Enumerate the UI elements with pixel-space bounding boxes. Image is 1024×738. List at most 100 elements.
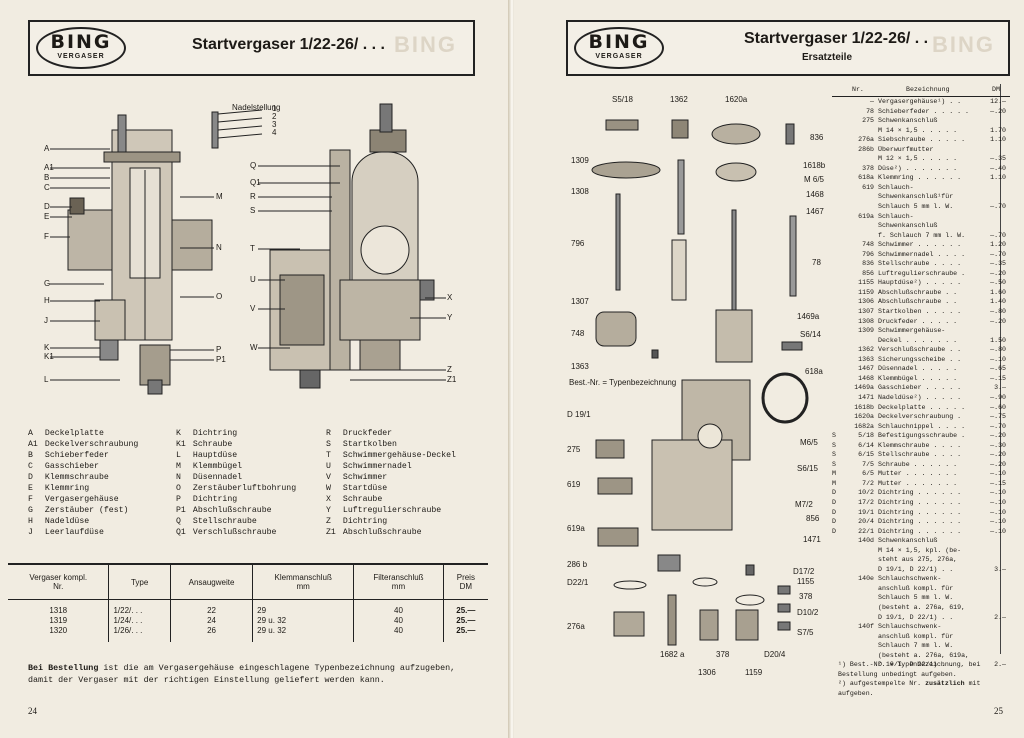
- label-H: H: [44, 296, 50, 305]
- parts-number: 796: [862, 250, 874, 258]
- parts-row: M 14 × 1,5, kpl. (be-: [832, 546, 1010, 556]
- part-label-619: 619: [567, 480, 581, 489]
- label-R: R: [250, 192, 256, 201]
- part-label-378b: 378: [716, 650, 730, 659]
- parts-prefix: D: [832, 527, 836, 535]
- parts-row: Schlauch 7 mm l. W.: [832, 641, 1010, 651]
- parts-row: Schwenkanschluß: [832, 221, 1010, 231]
- parts-row: Schlauch 5 mm l. W.—.70: [832, 202, 1010, 212]
- table-row: 1318 1/22/. . . 22 29 40 25.—: [8, 599, 488, 616]
- exploded-parts-diagram: [591, 119, 809, 646]
- part-label-M7-2: M7/2: [795, 500, 813, 509]
- parts-price: 1.60: [990, 288, 1006, 296]
- parts-description: Schwenkanschluß: [878, 537, 938, 545]
- table-row: 1319 1/24/. . . 24 29 u. 32 40 25.—: [8, 616, 488, 626]
- parts-description: f. Schlauch 7 mm l. W.: [878, 231, 966, 239]
- table-header-row: Vergaser kompl.Nr. Type Ansaugweite Klem…: [8, 563, 488, 600]
- part-label-1159: 1159: [745, 668, 763, 677]
- parts-description: Schwenkanschluß: [878, 117, 938, 125]
- legend-row: R Druckfeder: [326, 429, 393, 438]
- parts-price: —.20: [990, 317, 1006, 325]
- parts-list: Nr. Bezeichnung DM —Vergasergehäuse¹) . …: [832, 84, 1010, 670]
- parts-description: Dichtring . . . . . .: [878, 508, 962, 516]
- parts-price: —.70: [990, 203, 1006, 211]
- parts-number: 1618b: [854, 403, 874, 411]
- parts-number: 856: [862, 269, 874, 277]
- part-label-S7-5: S7/5: [797, 628, 814, 637]
- parts-number: 286b: [858, 145, 874, 153]
- parts-description: Schlauch 5 mm l. W.: [878, 594, 954, 602]
- parts-number: 276a: [858, 136, 874, 144]
- part-label-748: 748: [571, 329, 585, 338]
- part-label-1471a: 1471: [803, 535, 821, 544]
- parts-number: 5/18: [858, 432, 874, 440]
- legend-col-2: K Dichtring K1 Schraube L Hauptdüse M Kl…: [176, 428, 296, 538]
- book-gutter: [508, 0, 516, 738]
- part-label-286b: 286 b: [567, 560, 588, 569]
- parts-number: 1307: [858, 308, 874, 316]
- parts-price: 1.50: [990, 336, 1006, 344]
- parts-price: —.35: [990, 260, 1006, 268]
- parts-row: anschluß kompl. für: [832, 584, 1010, 594]
- parts-price: 1.40: [990, 298, 1006, 306]
- parts-prefix: M: [832, 470, 836, 478]
- part-label-D10-2: D10/2: [797, 608, 819, 617]
- parts-description: Schlauchschwenk-: [878, 575, 942, 583]
- parts-price: 1.10: [990, 136, 1006, 144]
- label-V: V: [250, 304, 256, 313]
- col-ansaugweite: Ansaugweite: [169, 563, 253, 600]
- part-label-1306: 1306: [698, 668, 716, 677]
- logo-brand: BING: [50, 31, 112, 53]
- parts-description: Dichtring . . . . . .: [878, 498, 962, 506]
- header-dm: DM: [992, 86, 1000, 93]
- carburetor-section-diagram: [50, 103, 446, 395]
- parts-number: 19/1: [858, 508, 874, 516]
- page-subtitle: Ersatzteile: [802, 52, 853, 63]
- parts-description: Deckelplatte . . . . .: [878, 403, 966, 411]
- page-number-right: 25: [994, 706, 1003, 716]
- parts-description: Schlauch-: [878, 212, 914, 220]
- parts-number: 836: [862, 260, 874, 268]
- label-K1: K1: [44, 352, 54, 361]
- part-label-D19-1: D 19/1: [567, 410, 591, 419]
- parts-row: —Vergasergehäuse¹) . .12.—: [832, 97, 1010, 107]
- label-B: B: [44, 173, 50, 182]
- parts-description: anschluß kompl. für: [878, 584, 954, 592]
- parts-price: 1.70: [990, 126, 1006, 134]
- part-label-1469a: 1469a: [797, 312, 820, 321]
- parts-prefix: D: [832, 498, 836, 506]
- parts-number: 1363: [858, 355, 874, 363]
- parts-row: Schlauch 5 mm l. W.: [832, 593, 1010, 603]
- parts-description: Klemmschraube . . . .: [878, 441, 962, 449]
- parts-description: Schieberfeder . . . . .: [878, 107, 970, 115]
- part-label-275: 275: [567, 445, 581, 454]
- parts-price: —.70: [990, 422, 1006, 430]
- parts-prefix: D: [832, 518, 836, 526]
- parts-row: M 14 × 1,5 . . . . .1.70: [832, 126, 1010, 136]
- parts-price: —.80: [990, 308, 1006, 316]
- parts-description: Klemmbügel . . . . .: [878, 374, 958, 382]
- parts-price: —.65: [990, 365, 1006, 373]
- parts-description: Gasschieber . . . . .: [878, 384, 962, 392]
- label-W: W: [250, 343, 258, 352]
- parts-row: D 19/1, D 22/1) . .3.—: [832, 565, 1010, 575]
- parts-number: 1308: [858, 317, 874, 325]
- part-label-1155: 1155: [797, 577, 815, 586]
- legend-row: Z Dichtring: [326, 517, 388, 526]
- parts-number: 1159: [858, 288, 874, 296]
- parts-row: Schwenkanschluß¹für: [832, 192, 1010, 202]
- parts-price: —.90: [990, 393, 1006, 401]
- parts-number: 618a: [858, 174, 874, 182]
- parts-row: M 12 × 1,5 . . . . .—.35: [832, 154, 1010, 164]
